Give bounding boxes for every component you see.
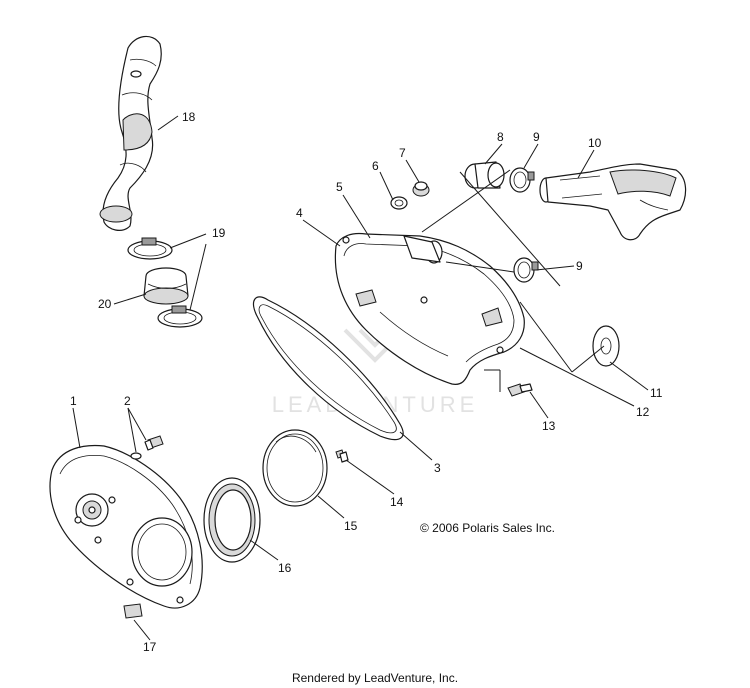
inner-clutch-cover-1 bbox=[49, 444, 203, 609]
washer-6 bbox=[390, 196, 408, 210]
copyright-text: © 2006 Polaris Sales Inc. bbox=[420, 521, 555, 535]
clamp-9-upper bbox=[509, 167, 535, 193]
callout-labels: 1 2 3 4 5 6 7 8 9 10 11 12 13 14 15 16 1… bbox=[70, 110, 663, 654]
callout-17: 17 bbox=[143, 640, 157, 654]
callout-4: 4 bbox=[296, 206, 303, 220]
seal-16 bbox=[203, 477, 261, 563]
callout-1: 1 bbox=[70, 394, 77, 408]
callout-7: 7 bbox=[399, 146, 406, 160]
callout-15: 15 bbox=[344, 519, 358, 533]
label-17 bbox=[123, 603, 143, 619]
callout-2: 2 bbox=[124, 394, 131, 408]
callout-9-lower: 9 bbox=[576, 259, 583, 273]
callout-19: 19 bbox=[212, 226, 226, 240]
clamp-9-lower bbox=[513, 257, 539, 283]
screw-2 bbox=[130, 435, 164, 460]
callout-18: 18 bbox=[182, 110, 196, 124]
plate-15 bbox=[262, 429, 328, 507]
callout-9-upper: 9 bbox=[533, 130, 540, 144]
outer-clutch-cover bbox=[334, 232, 525, 385]
clamp-19-lower bbox=[157, 305, 203, 328]
plug-7 bbox=[412, 181, 430, 197]
callout-20: 20 bbox=[98, 297, 112, 311]
callout-6: 6 bbox=[372, 159, 379, 173]
intake-duct-18 bbox=[99, 35, 162, 231]
outlet-duct-10 bbox=[539, 163, 687, 241]
leader-lines bbox=[72, 115, 649, 641]
callout-16: 16 bbox=[278, 561, 292, 575]
callout-8: 8 bbox=[497, 130, 504, 144]
callout-12: 12 bbox=[636, 405, 650, 419]
screw-14 bbox=[335, 449, 349, 463]
callout-5: 5 bbox=[336, 180, 343, 194]
callout-3: 3 bbox=[434, 461, 441, 475]
callout-10: 10 bbox=[588, 136, 602, 150]
callout-14: 14 bbox=[390, 495, 404, 509]
gasket-11 bbox=[592, 325, 620, 367]
footer-credit: Rendered by LeadVenture, Inc. bbox=[292, 671, 458, 685]
clamp-19-upper bbox=[127, 237, 173, 260]
belt-3 bbox=[253, 296, 404, 441]
bolt-13 bbox=[507, 383, 533, 397]
callout-11: 11 bbox=[650, 386, 663, 400]
callout-13: 13 bbox=[542, 419, 556, 433]
boot-20 bbox=[143, 267, 189, 305]
